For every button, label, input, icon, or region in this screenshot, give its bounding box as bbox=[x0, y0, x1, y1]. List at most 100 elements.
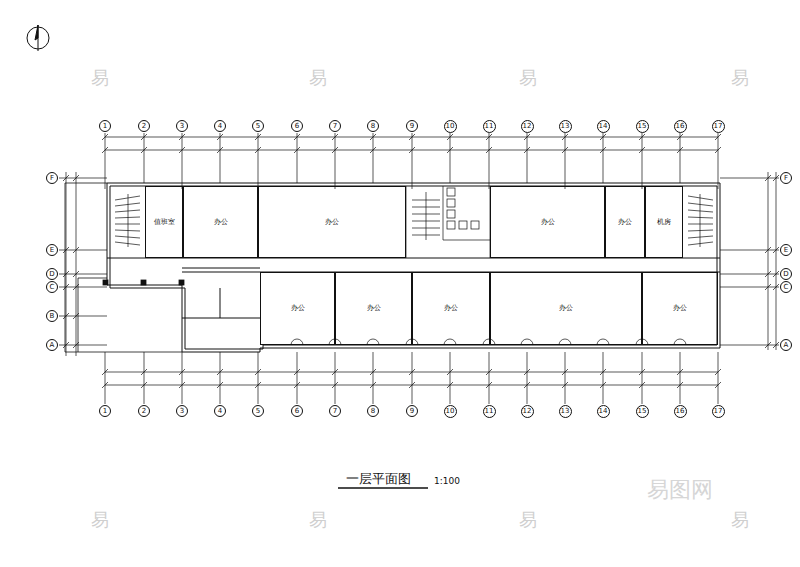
room-name: 办公 bbox=[559, 305, 573, 312]
dimension-tick bbox=[179, 134, 185, 140]
axis-line bbox=[489, 352, 490, 404]
room: 办公 bbox=[260, 272, 335, 345]
axis-number: E bbox=[784, 247, 788, 254]
dimension-tick bbox=[765, 342, 771, 348]
axis-bubble: E bbox=[780, 244, 792, 256]
axis-number: 10 bbox=[446, 408, 455, 415]
dimension-tick bbox=[179, 369, 185, 375]
axis-line bbox=[297, 133, 298, 183]
dimension-tick bbox=[370, 382, 376, 388]
axis-bubble: E bbox=[46, 244, 58, 256]
title-underline bbox=[338, 487, 428, 489]
dimension-tick bbox=[332, 382, 338, 388]
axis-number: 13 bbox=[561, 408, 570, 415]
axis-line bbox=[105, 133, 106, 183]
room: 值班室 bbox=[145, 186, 183, 258]
dimension-tick bbox=[63, 247, 69, 253]
axis-line bbox=[335, 133, 336, 183]
entrance-porch bbox=[179, 280, 184, 285]
dimension-tick bbox=[600, 147, 606, 153]
axis-number: 4 bbox=[218, 408, 222, 415]
dimension-tick bbox=[332, 134, 338, 140]
axis-bubble: 2 bbox=[138, 120, 150, 132]
toilet-fixture bbox=[447, 199, 455, 207]
dimension-tick bbox=[639, 147, 645, 153]
axis-bubble: 10 bbox=[444, 120, 457, 133]
axis-bubble: 16 bbox=[674, 120, 687, 133]
room: 办公 bbox=[412, 272, 490, 345]
axis-bubble: 4 bbox=[214, 120, 226, 132]
axis-bubble: 3 bbox=[176, 120, 188, 132]
room-name: 办公 bbox=[541, 219, 555, 226]
room-name: 机房 bbox=[657, 219, 671, 226]
axis-line bbox=[718, 352, 719, 404]
axis-bubble: 5 bbox=[252, 405, 264, 417]
room: 办公 bbox=[258, 186, 406, 258]
dimension-tick bbox=[332, 369, 338, 375]
dimension-tick bbox=[217, 134, 223, 140]
axis-line bbox=[718, 133, 719, 183]
axis-line bbox=[642, 352, 643, 404]
axis-number: C bbox=[50, 284, 55, 291]
axis-line bbox=[297, 352, 298, 404]
room: 办公 bbox=[605, 186, 645, 258]
room-name: 办公 bbox=[673, 305, 687, 312]
axis-number: D bbox=[49, 271, 54, 278]
dimension-tick bbox=[715, 134, 721, 140]
axis-line bbox=[489, 133, 490, 183]
dimension-tick bbox=[562, 369, 568, 375]
axis-line bbox=[373, 133, 374, 183]
dimension-tick bbox=[73, 284, 79, 290]
dimension-tick bbox=[141, 134, 147, 140]
axis-bubble: 8 bbox=[367, 405, 379, 417]
dimension-tick bbox=[102, 382, 108, 388]
dimension-tick bbox=[524, 369, 530, 375]
axis-line bbox=[527, 133, 528, 183]
axis-number: 6 bbox=[295, 408, 299, 415]
axis-bubble: D bbox=[780, 268, 792, 280]
axis-number: 12 bbox=[523, 408, 532, 415]
dimension-tick bbox=[715, 369, 721, 375]
toilet-fixture bbox=[471, 221, 479, 229]
dimension-tick bbox=[73, 313, 79, 319]
axis-line bbox=[220, 352, 221, 404]
dimension-tick bbox=[773, 271, 779, 277]
toilet-fixture bbox=[406, 186, 490, 258]
dimension-tick bbox=[102, 369, 108, 375]
dimension-tick bbox=[409, 369, 415, 375]
axis-bubble: 16 bbox=[674, 405, 687, 418]
axis-number: 6 bbox=[295, 123, 299, 130]
axis-bubble: 12 bbox=[521, 405, 534, 418]
axis-number: 11 bbox=[485, 123, 494, 130]
axis-number: 1 bbox=[103, 408, 107, 415]
dimension-tick bbox=[73, 271, 79, 277]
dimension-tick bbox=[141, 382, 147, 388]
dimension-tick bbox=[773, 175, 779, 181]
dimension-tick bbox=[255, 369, 261, 375]
axis-bubble: 11 bbox=[483, 405, 496, 418]
window-tick bbox=[105, 183, 106, 189]
dimension-tick bbox=[294, 147, 300, 153]
dimension-tick bbox=[102, 147, 108, 153]
dimension-tick bbox=[639, 134, 645, 140]
axis-bubble: 6 bbox=[291, 120, 303, 132]
stair bbox=[115, 194, 140, 247]
dimension-tick bbox=[773, 284, 779, 290]
dimension-tick bbox=[294, 134, 300, 140]
axis-bubble: F bbox=[780, 172, 792, 184]
drawing-title: 一层平面图 bbox=[346, 472, 411, 485]
watermark: 易 bbox=[309, 511, 327, 529]
room: 办公 bbox=[490, 272, 642, 345]
dimension-tick bbox=[332, 147, 338, 153]
outer-wall bbox=[110, 186, 717, 349]
room: 办公 bbox=[335, 272, 412, 345]
scale-note: 1:100 bbox=[434, 477, 460, 486]
axis-line bbox=[720, 274, 779, 275]
room-name: 办公 bbox=[367, 305, 381, 312]
dimension-tick bbox=[677, 369, 683, 375]
axis-number: 17 bbox=[714, 408, 723, 415]
north-arrow bbox=[27, 25, 49, 51]
dimension-tick bbox=[765, 284, 771, 290]
axis-bubble: 13 bbox=[559, 405, 572, 418]
dimension-tick bbox=[370, 369, 376, 375]
